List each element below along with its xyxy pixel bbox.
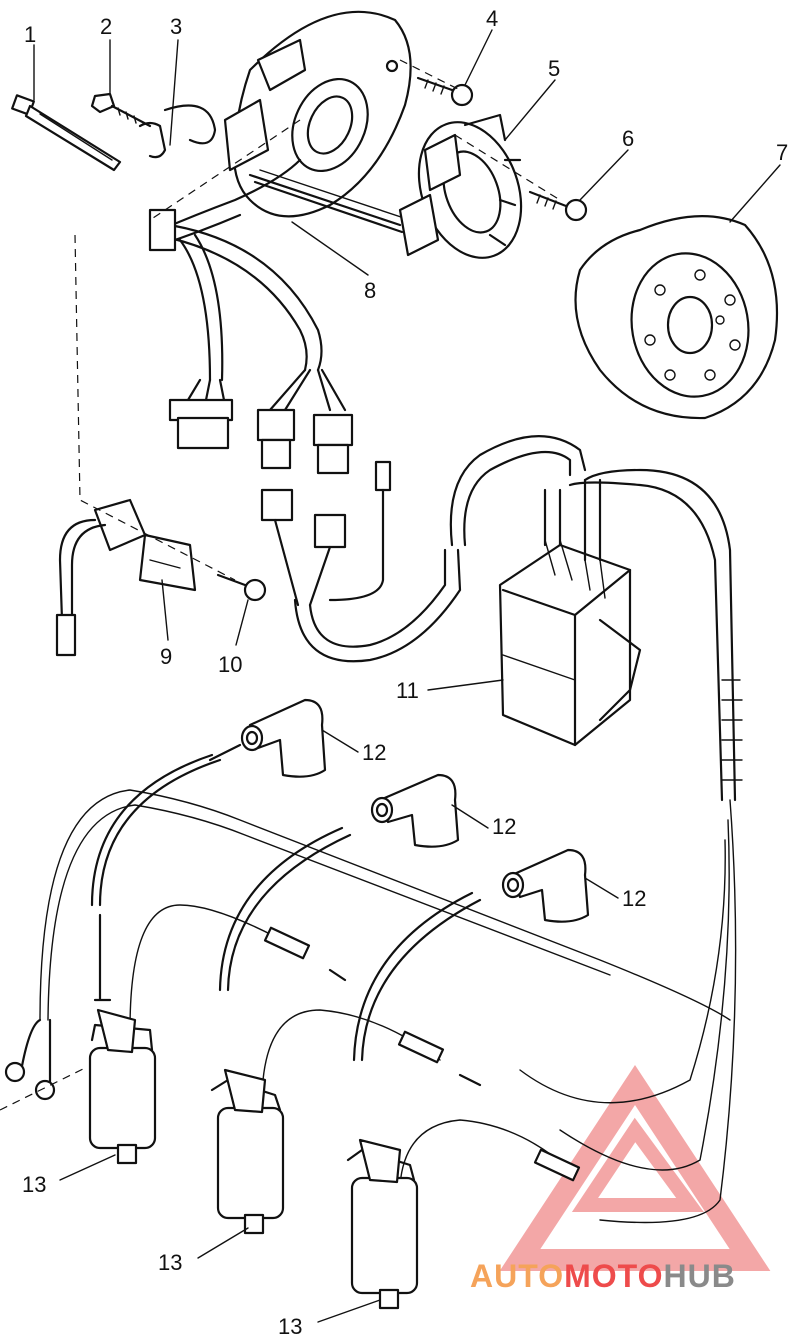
stator-harness [148, 158, 404, 382]
screw-4 [416, 76, 474, 107]
callout-leader-lines [33, 29, 781, 1323]
ignition-coil-1 [88, 1008, 157, 1165]
harness-connectors [168, 368, 587, 663]
watermark-text: AUTOMOTOHUB [470, 1258, 736, 1294]
spark-plug-cap-1 [208, 698, 327, 778]
stator-plate [223, 10, 412, 221]
callout-10: 10 [218, 652, 242, 677]
callout-6: 6 [622, 126, 634, 151]
watermark-text-moto: MOTO [564, 1258, 663, 1294]
spark-plug-cap-3 [501, 848, 590, 923]
watermark-text-hub: HUB [663, 1258, 735, 1294]
alignment-dashed-line [74, 59, 561, 581]
callout-13-b: 13 [158, 1250, 182, 1275]
wire-clamp [138, 104, 217, 159]
callout-13-c: 13 [278, 1314, 302, 1338]
flywheel [574, 215, 779, 420]
pulse-coil-bracket [55, 498, 197, 657]
cdi-module [498, 478, 642, 747]
callout-13-a: 13 [22, 1172, 46, 1197]
ignition-coil-3 [346, 1138, 419, 1310]
callout-7: 7 [776, 140, 788, 165]
spark-plug-cap-2 [370, 773, 460, 848]
screw-10 [216, 573, 267, 602]
callout-2: 2 [100, 14, 112, 39]
callout-numbers: 1 2 3 4 5 6 7 8 9 10 11 12 12 12 13 13 1… [22, 6, 788, 1338]
callout-4: 4 [486, 6, 498, 31]
stator-coil [398, 113, 523, 259]
main-cable [519, 468, 743, 1224]
callout-8: 8 [364, 278, 376, 303]
screw-2 [90, 92, 152, 128]
callout-11: 11 [396, 678, 419, 703]
callout-12-c: 12 [622, 886, 646, 911]
callout-12-a: 12 [362, 740, 386, 765]
ignition-coil-2 [210, 1068, 285, 1235]
ignition-harness-wires [0, 753, 731, 1186]
screw-6 [528, 190, 588, 222]
cable-tie [11, 94, 122, 172]
callout-12-b: 12 [492, 814, 516, 839]
callout-3: 3 [170, 14, 182, 39]
callout-5: 5 [548, 56, 560, 81]
callout-1: 1 [24, 22, 36, 47]
watermark-text-auto: AUTO [470, 1258, 564, 1294]
callout-9: 9 [160, 644, 172, 669]
